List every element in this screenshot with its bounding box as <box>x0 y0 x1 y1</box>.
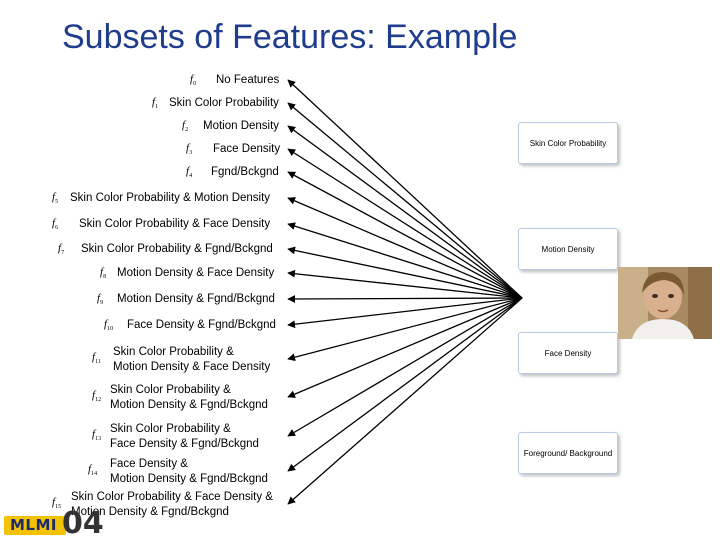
feature-symbol: f10 <box>104 318 113 332</box>
feature-set-label: Skin Color Probability & Fgnd/Bckgnd <box>81 243 273 255</box>
feature-arrow <box>287 297 523 472</box>
feature-symbol-index: 2 <box>185 127 189 134</box>
feature-box-skin-color: Skin Color Probability <box>518 122 618 164</box>
feature-set-label: Skin Color Probability & Face Density & … <box>71 491 273 518</box>
feature-symbol-index: 7 <box>61 250 65 257</box>
feature-set-label: Skin Color Probability <box>169 97 279 109</box>
feature-symbol: f12 <box>92 389 101 403</box>
feature-symbol-index: 9 <box>100 300 104 307</box>
feature-symbol-letter: f <box>52 496 56 508</box>
feature-symbol: f6 <box>52 217 58 231</box>
feature-set-label: Skin Color Probability & Motion Density <box>70 192 271 204</box>
feature-symbol: f11 <box>92 351 101 365</box>
feature-symbol-letter: f <box>186 165 190 177</box>
logo-number: 04 <box>62 506 104 541</box>
feature-arrow <box>287 79 523 299</box>
slide-title: Subsets of Features: Example <box>62 18 518 56</box>
feature-set-label: Fgnd/Bckgnd <box>211 166 279 178</box>
feature-arrow <box>287 297 523 505</box>
feature-set-label: Skin Color Probability & Motion Density … <box>110 384 268 411</box>
feature-arrow <box>287 269 523 299</box>
feature-symbol-index: 4 <box>189 173 193 180</box>
feature-arrow <box>287 197 523 299</box>
feature-box-foreground-background: Foreground/ Background <box>518 432 618 474</box>
feature-symbol: f2 <box>182 119 188 133</box>
feature-arrow <box>287 297 523 398</box>
feature-symbol: f3 <box>186 142 192 156</box>
feature-symbol-letter: f <box>92 389 96 401</box>
feature-symbol: f1 <box>152 96 158 110</box>
feature-arrow <box>287 171 523 299</box>
feature-symbol: f8 <box>100 266 106 280</box>
feature-arrow <box>287 125 523 299</box>
feature-symbol-letter: f <box>88 463 92 475</box>
feature-box-motion-density: Motion Density <box>518 228 618 270</box>
feature-symbol-index: 6 <box>55 225 59 232</box>
feature-set-label: Skin Color Probability & Face Density <box>79 218 271 230</box>
feature-symbol-index: 15 <box>55 504 62 511</box>
feature-symbol: f9 <box>97 292 103 306</box>
feature-arrow <box>287 297 523 362</box>
feature-set-label: Skin Color Probability & Motion Density … <box>113 346 271 373</box>
feature-symbol-index: 3 <box>189 150 193 157</box>
feature-symbol-index: 1 <box>155 104 159 111</box>
feature-symbol-letter: f <box>52 217 56 229</box>
feature-set-label: Motion Density & Fgnd/Bckgnd <box>117 293 275 305</box>
feature-symbol-letter: f <box>58 242 62 254</box>
feature-symbol-index: 11 <box>95 359 101 366</box>
feature-symbol-index: 8 <box>103 274 107 281</box>
feature-symbol: f15 <box>52 496 61 510</box>
feature-symbol: f13 <box>92 428 101 442</box>
feature-arrow <box>287 297 523 437</box>
feature-symbol-letter: f <box>92 428 96 440</box>
feature-symbol-index: 13 <box>95 436 102 443</box>
feature-arrow <box>287 102 523 299</box>
feature-arrow <box>287 246 523 299</box>
feature-symbol-letter: f <box>186 142 190 154</box>
feature-set-label: Face Density & Fgnd/Bckgnd <box>127 319 276 331</box>
feature-symbol-index: 10 <box>107 326 114 333</box>
feature-set-label: Face Density & Motion Density & Fgnd/Bck… <box>110 458 268 485</box>
feature-box-face-density: Face Density <box>518 332 618 374</box>
feature-arrow <box>287 222 523 299</box>
feature-symbol-letter: f <box>100 266 104 278</box>
feature-set-label: Motion Density <box>203 120 280 132</box>
feature-symbol: f5 <box>52 191 58 205</box>
feature-symbol: f14 <box>88 463 97 477</box>
feature-symbol-letter: f <box>190 73 194 85</box>
feature-arrow <box>287 297 523 329</box>
feature-symbol-letter: f <box>52 191 56 203</box>
feature-symbol-letter: f <box>182 119 186 131</box>
feature-symbol-letter: f <box>152 96 156 108</box>
feature-arrow <box>287 148 523 299</box>
feature-set-label: No Features <box>216 74 280 86</box>
feature-symbol: f0 <box>190 73 196 87</box>
feature-symbol-letter: f <box>104 318 108 330</box>
feature-set-label: Face Density <box>213 143 281 155</box>
feature-symbol-index: 14 <box>91 471 98 478</box>
feature-symbol-letter: f <box>97 292 101 304</box>
logo-text: MLMI <box>10 516 57 534</box>
feature-set-label: Motion Density & Face Density <box>117 267 275 279</box>
feature-symbol: f4 <box>186 165 192 179</box>
feature-symbol-index: 0 <box>193 81 197 88</box>
feature-symbol-index: 5 <box>55 199 59 206</box>
feature-set-label: Skin Color Probability & Face Density & … <box>110 423 259 450</box>
feature-symbol-letter: f <box>92 351 96 363</box>
face-photo <box>618 267 712 339</box>
feature-symbol-index: 12 <box>95 397 102 404</box>
feature-arrow <box>287 295 523 303</box>
mlmi-logo: MLMI 04 <box>4 508 114 540</box>
feature-symbol: f7 <box>58 242 64 256</box>
